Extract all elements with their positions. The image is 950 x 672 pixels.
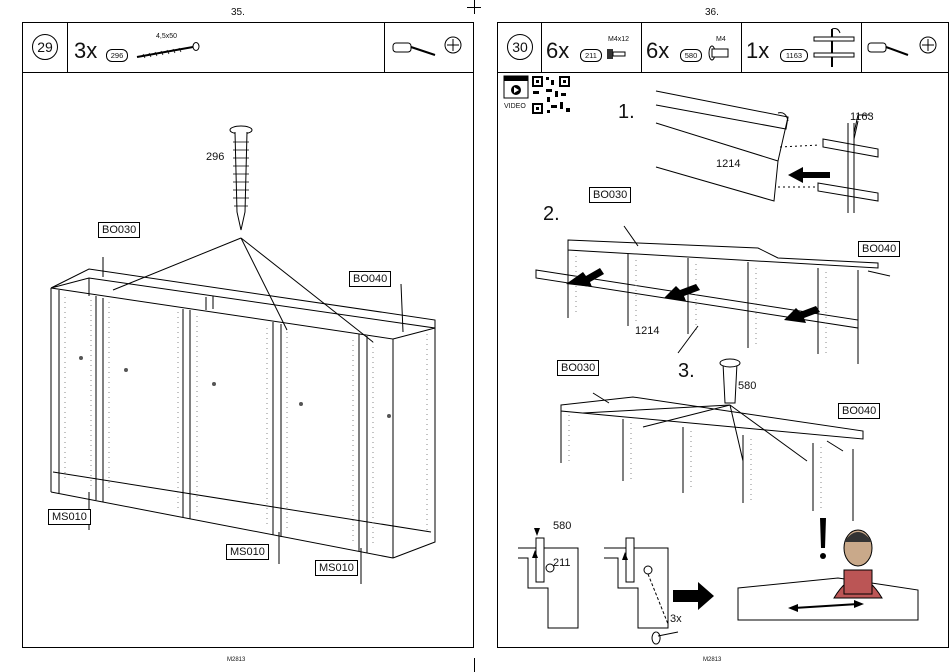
substep-1: 1. xyxy=(618,101,635,124)
video-label: VIDEO xyxy=(504,103,526,110)
side-right-label: MS010 xyxy=(315,560,358,576)
right-page: 30 6x 211 M4x12 6x 580 M4 1x 1163 xyxy=(497,22,949,648)
footer-left: M2813 xyxy=(227,657,245,663)
step-number: 29 xyxy=(32,34,58,60)
footer-right: M2813 xyxy=(703,657,721,663)
screw-icon xyxy=(133,43,203,63)
screwdriver-icon xyxy=(391,37,471,61)
top-rail-drawing xyxy=(528,208,948,368)
left-page: 29 3x 296 4,5x50 xyxy=(22,22,474,648)
part-id: 211 xyxy=(580,49,602,62)
screwdriver-icon xyxy=(866,37,946,61)
screw-label: 296 xyxy=(206,151,224,163)
bolt-insert-drawing xyxy=(553,353,933,523)
tools-cell xyxy=(862,23,948,72)
top-right-label: BO040 xyxy=(349,271,391,287)
parts-cell: 3x 296 4,5x50 xyxy=(68,23,384,72)
top-left-label: BO030 xyxy=(98,222,140,238)
part-qty: 6x xyxy=(546,40,569,62)
detail-screw-label: 211 xyxy=(553,557,571,569)
page-number-right: 36. xyxy=(705,7,719,18)
part-cell-211: 6x 211 M4x12 xyxy=(542,23,642,72)
s1-bracket-label: 1163 xyxy=(850,111,874,123)
part-spec: M4 xyxy=(716,36,726,43)
part-qty: 6x xyxy=(646,40,669,62)
sleeve-nut-icon xyxy=(708,45,732,61)
step-number: 30 xyxy=(507,34,533,60)
fold-mark-bottom xyxy=(474,658,475,672)
part-spec: 4,5x50 xyxy=(156,33,177,40)
part-id: 1163 xyxy=(780,49,808,62)
s3-top-right-label: BO040 xyxy=(838,403,880,419)
part-id: 296 xyxy=(106,49,128,62)
qr-code-icon[interactable] xyxy=(531,75,571,115)
left-header: 29 3x 296 4,5x50 xyxy=(23,23,473,73)
fold-mark-top-cross xyxy=(467,7,481,8)
step-cell: 29 xyxy=(23,23,68,72)
page-number-left: 35. xyxy=(231,7,245,18)
step-cell: 30 xyxy=(498,23,542,72)
wardrobe-frame-drawing xyxy=(23,72,473,647)
detail-bolt-label: 580 xyxy=(553,520,571,532)
bolt-icon xyxy=(606,47,626,61)
side-mid-label: MS010 xyxy=(226,544,269,560)
detail-count-label: 3x xyxy=(670,613,682,625)
part-qty: 3x xyxy=(74,40,97,62)
part-qty: 1x xyxy=(746,40,769,62)
s3-bolt-label: 580 xyxy=(738,380,756,392)
part-id: 580 xyxy=(680,49,702,62)
s2-rail-label: 1214 xyxy=(635,325,659,337)
s1-rail-label: 1214 xyxy=(716,158,740,170)
part-spec: M4x12 xyxy=(608,36,629,43)
part-cell-1163: 1x 1163 xyxy=(742,23,862,72)
bracket-icon xyxy=(812,27,858,69)
rail-bracket-drawing xyxy=(648,83,948,223)
s2-top-right-label: BO040 xyxy=(858,241,900,257)
part-cell-580: 6x 580 M4 xyxy=(642,23,742,72)
s2-top-left-label: BO030 xyxy=(589,187,631,203)
detail-drawings xyxy=(508,508,948,648)
s3-top-left-label: BO030 xyxy=(557,360,599,376)
tools-cell xyxy=(384,23,474,72)
right-header: 30 6x 211 M4x12 6x 580 M4 1x 1163 xyxy=(498,23,948,73)
side-left-label: MS010 xyxy=(48,509,91,525)
